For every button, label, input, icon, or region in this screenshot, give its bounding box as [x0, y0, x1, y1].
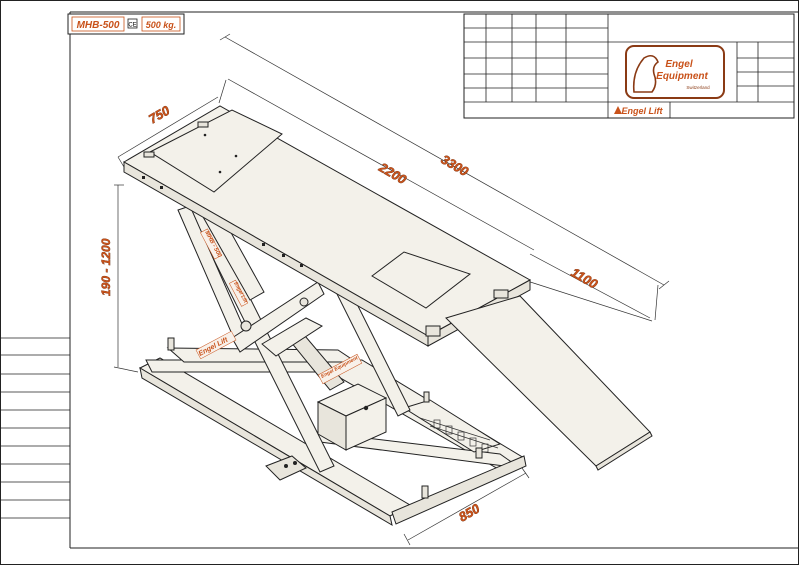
horse-emblem-icon	[632, 54, 659, 93]
hydraulic-power-unit	[316, 383, 388, 451]
logo-line2: Equipment	[656, 71, 708, 82]
logo-line1: Engel	[665, 59, 692, 70]
base-bolt	[421, 485, 429, 499]
base-bolt	[475, 447, 483, 459]
base-bolt	[423, 391, 430, 403]
front-cover-plate	[371, 251, 472, 309]
capacity-label: 500 kg.	[146, 20, 177, 30]
brand-mark-icon	[614, 106, 622, 114]
model-name: MHB-500	[77, 20, 120, 31]
top-platform	[123, 105, 532, 347]
brand-name: Engel Lift	[622, 106, 664, 116]
dim-190-1200: 190 - 1200	[99, 238, 113, 296]
ce-mark: CE	[128, 23, 136, 29]
scissor-arms	[177, 197, 411, 473]
base-bolt	[167, 337, 175, 351]
dimension-lines	[113, 33, 670, 546]
model-box: MHB-500 CE 500 kg.	[67, 13, 185, 35]
loading-ramp	[445, 295, 653, 471]
engel-equipment-logo: Engel Equipment Switzerland	[625, 45, 725, 99]
revision-table	[0, 337, 70, 519]
title-block: Engel Equipment Switzerland Engel Lift	[463, 13, 795, 119]
logo-line3: Switzerland	[686, 85, 710, 90]
